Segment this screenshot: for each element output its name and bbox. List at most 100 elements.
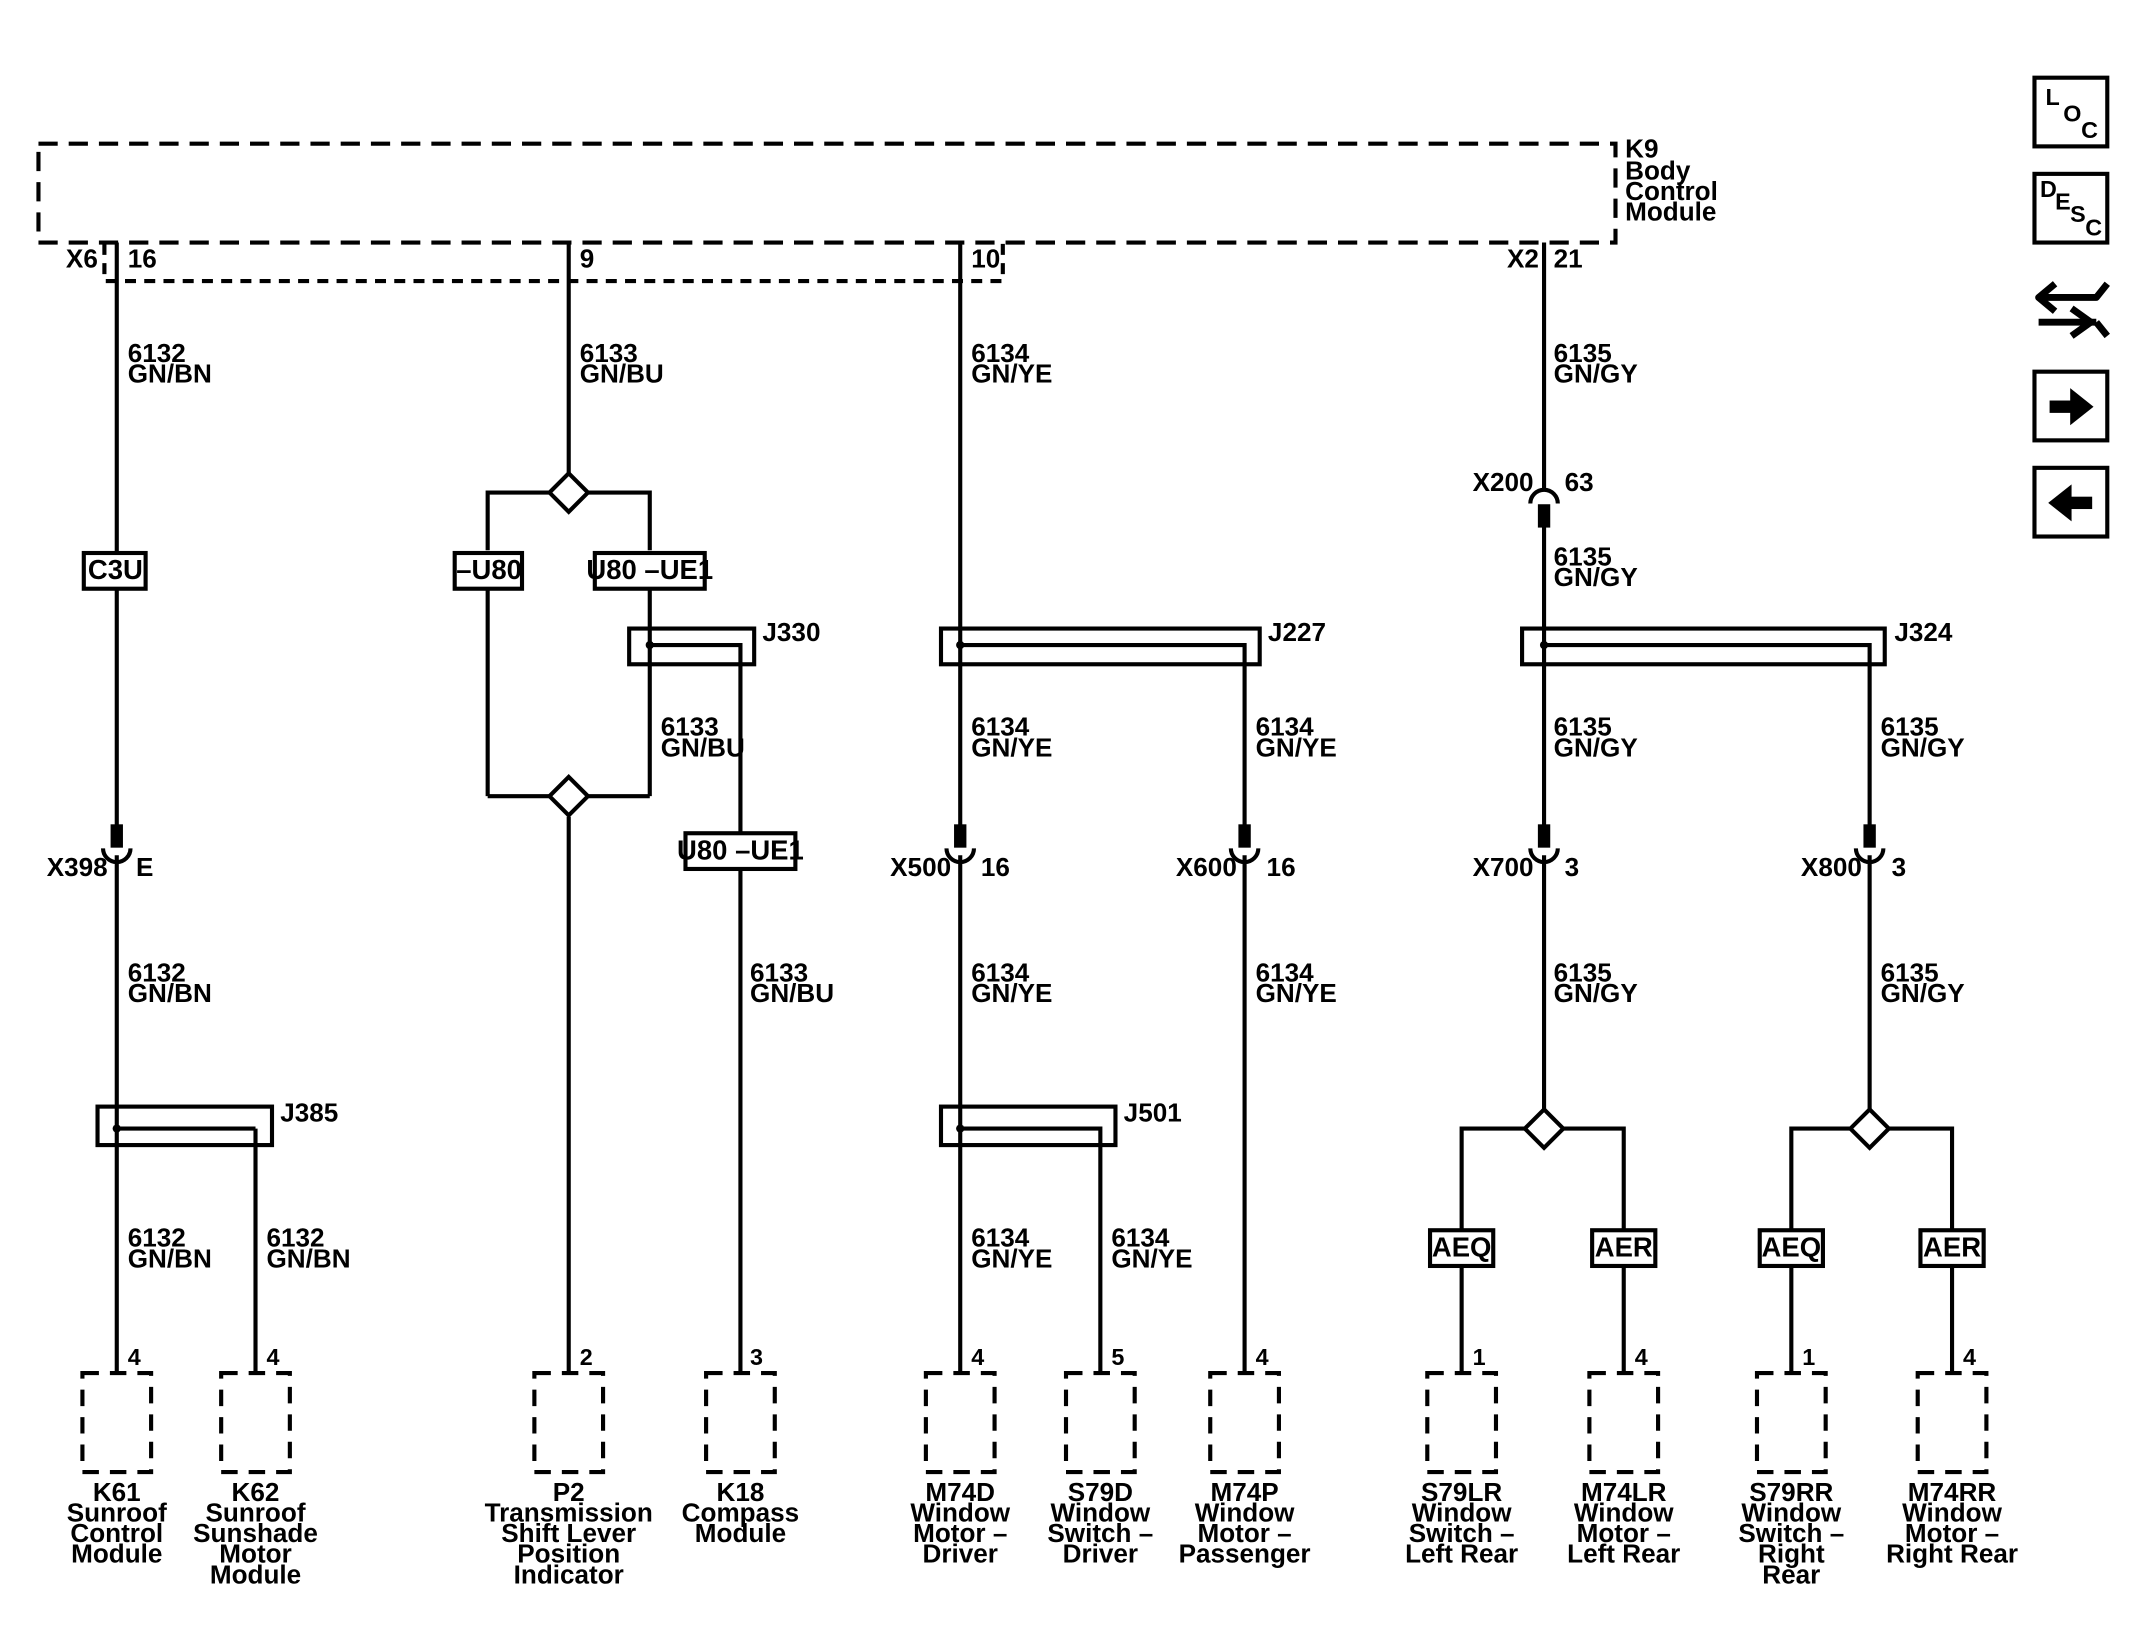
component-label-line: Passenger (1179, 1539, 1311, 1569)
component-label-line: Position (517, 1539, 620, 1569)
wire-number: 6134 (971, 958, 1030, 988)
wire-segments (114, 242, 1955, 1372)
component-label-line: S79D (1068, 1477, 1133, 1507)
wire-color: GN/YE (971, 978, 1052, 1008)
wire-number: 6132 (128, 338, 186, 368)
wire-color: GN/GY (1554, 732, 1638, 762)
module-name-line: Body (1625, 155, 1691, 185)
option-box-label: AER (1595, 1231, 1653, 1262)
wire-number: 6135 (1554, 712, 1612, 742)
wire-color: GN/GY (1554, 562, 1638, 592)
wire-number: 6135 (1554, 958, 1612, 988)
inline-connector-pin: 63 (1565, 467, 1594, 497)
component-label-line: S79RR (1749, 1477, 1833, 1507)
arrow-left-icon (2048, 484, 2093, 522)
wire-color: GN/YE (1256, 978, 1337, 1008)
component-label-line: Right Rear (1886, 1539, 2018, 1569)
module-name-line: Control (1625, 176, 1718, 206)
wire-color: GN/BN (128, 359, 212, 389)
module-name-line: Module (1625, 197, 1716, 227)
wire-color: GN/YE (1256, 732, 1337, 762)
component-m74lr: 4 M74LR Window Motor – Left Rear (1567, 1344, 1680, 1569)
connector-label: X2 (1507, 243, 1539, 273)
pin-label: 10 (971, 243, 1000, 273)
wire-color: GN/YE (971, 732, 1052, 762)
wire-number: 6134 (971, 338, 1030, 368)
arrow-right-icon (2049, 388, 2094, 426)
wire-number: 6133 (750, 958, 808, 988)
wire-color: GN/BN (128, 978, 212, 1008)
loc-button[interactable]: L O C (2032, 75, 2110, 149)
wire-number: 6134 (1256, 958, 1315, 988)
component-label-line: Rear (1762, 1559, 1820, 1589)
splice-dots (112, 640, 1549, 1133)
component-pin: 4 (1256, 1344, 1269, 1370)
component-label-line: Compass (682, 1497, 799, 1527)
component-label-line: Module (695, 1518, 786, 1548)
inline-connector-label: X700 (1473, 852, 1534, 882)
inline-connector-label: X398 (47, 852, 108, 882)
component-label-line: Motor – (913, 1518, 1007, 1548)
component-s79d: 5 S79D Window Switch – Driver (1047, 1344, 1153, 1569)
component-label-line: Driver (1063, 1539, 1138, 1569)
component-label-line: Window (1412, 1497, 1512, 1527)
option-box-label: AEQ (1762, 1231, 1822, 1262)
next-page-button[interactable] (2032, 369, 2110, 443)
component-label-line: Motor – (1197, 1518, 1291, 1548)
component-pin: 4 (1635, 1344, 1648, 1370)
component-label-line: Window (1195, 1497, 1295, 1527)
component-label-line: P2 (553, 1477, 585, 1507)
wire-number: 6133 (580, 338, 638, 368)
previous-page-button[interactable] (2032, 465, 2110, 539)
inline-connector-pin: 3 (1892, 852, 1907, 882)
component-label-line: Motor – (1905, 1518, 1999, 1548)
component-pin: 3 (750, 1344, 763, 1370)
splice-label: J501 (1124, 1098, 1182, 1128)
wire-color: GN/BU (580, 359, 664, 389)
desc-button[interactable]: D E S C (2032, 171, 2110, 245)
wire-color: GN/BN (267, 1243, 351, 1273)
component-label-line: K18 (716, 1477, 764, 1507)
wire-color: GN/GY (1881, 732, 1965, 762)
splice-label: J324 (1894, 617, 1953, 647)
component-k62: 4 K62 Sunroof Sunshade Motor Module (193, 1344, 318, 1589)
component-label-line: Right (1758, 1539, 1825, 1569)
pin-label: 21 (1554, 243, 1583, 273)
option-box-label: AER (1923, 1231, 1981, 1262)
inline-connector-label: X600 (1176, 852, 1237, 882)
component-label-line: Sunroof (67, 1497, 167, 1527)
splice-label: J330 (762, 617, 820, 647)
connector-tool-button[interactable] (2035, 281, 2110, 339)
component-label-line: Sunroof (206, 1497, 306, 1527)
splice-diamonds (546, 470, 1892, 1151)
component-label-line: Shift Lever (501, 1518, 636, 1548)
pin-label: 16 (128, 243, 157, 273)
inline-connector-pin: 16 (1267, 852, 1296, 882)
component-label-line: Window (1902, 1497, 2002, 1527)
component-label-line: Module (210, 1559, 301, 1589)
wire-number: 6134 (971, 1223, 1030, 1253)
component-pin: 4 (267, 1344, 280, 1370)
wire-number: 6135 (1881, 712, 1939, 742)
wire-number: 6133 (661, 712, 719, 742)
inline-connector-symbols (100, 487, 1886, 865)
component-pin: 4 (971, 1344, 984, 1370)
component-m74p: 4 M74P Window Motor – Passenger (1179, 1344, 1311, 1569)
component-label-line: M74RR (1908, 1477, 1997, 1507)
inline-connector-label: X200 (1473, 467, 1534, 497)
option-box-label: U80 –UE1 (586, 554, 713, 585)
component-label-line: M74P (1211, 1477, 1279, 1507)
wire-number: 6132 (267, 1223, 325, 1253)
component-p2: 2 P2 Transmission Shift Lever Position I… (485, 1344, 653, 1589)
component-m74rr: 4 M74RR Window Motor – Right Rear (1886, 1344, 2018, 1569)
component-label-line: Switch – (1409, 1518, 1515, 1548)
pin-label: 9 (580, 243, 595, 273)
wire-color: GN/GY (1881, 978, 1965, 1008)
component-label-line: Sunshade (193, 1518, 318, 1548)
connector-tool-icon (2035, 281, 2110, 339)
component-label-line: K62 (232, 1477, 280, 1507)
component-pin: 1 (1802, 1344, 1815, 1370)
wire-number: 6134 (971, 712, 1030, 742)
component-s79lr: 1 S79LR Window Switch – Left Rear (1405, 1344, 1518, 1569)
